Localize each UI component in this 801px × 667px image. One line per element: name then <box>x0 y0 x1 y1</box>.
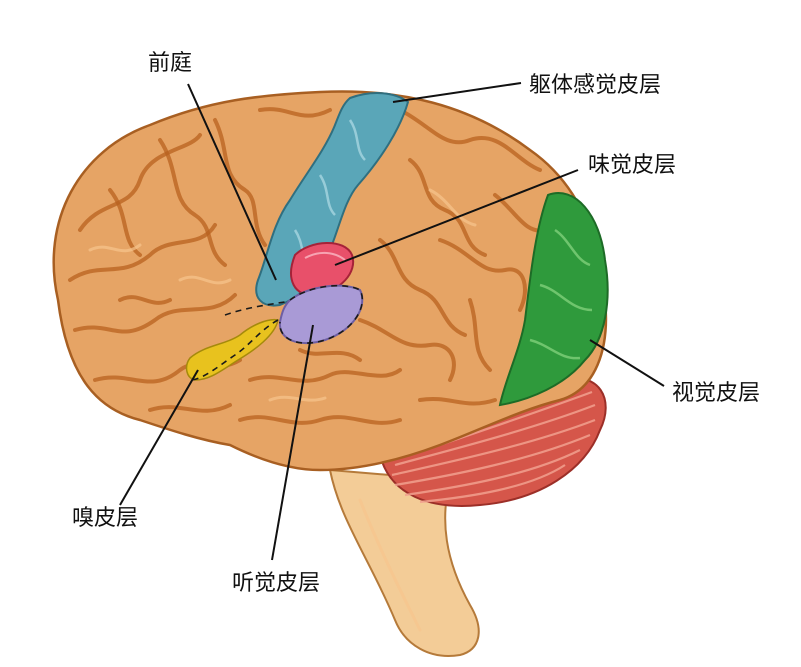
leader-somatosensory <box>392 82 522 103</box>
auditory-dash-outline <box>279 284 364 344</box>
somatosensory-cortex-region <box>255 92 410 307</box>
leader-gustatory <box>334 169 579 266</box>
cortex-folds <box>68 107 547 425</box>
label-gustatory: 味觉皮层 <box>588 153 676 178</box>
leader-vestibular <box>187 83 277 281</box>
visual-cortex-region <box>498 192 609 407</box>
label-somatosensory: 躯体感觉皮层 <box>529 73 661 98</box>
label-olfactory: 嗅皮层 <box>72 506 138 531</box>
gustatory-highlight <box>304 252 346 261</box>
cerebellum-folia <box>391 390 596 504</box>
auditory-cortex-region <box>278 284 364 345</box>
brainstem-highlight <box>358 498 422 632</box>
label-auditory: 听觉皮层 <box>232 571 320 596</box>
leader-visual <box>589 339 665 387</box>
leader-olfactory <box>119 369 199 506</box>
visual-cortex-folds <box>529 228 593 360</box>
leader-auditory <box>271 324 314 561</box>
vestibular-dash-outline <box>224 301 286 316</box>
olfactory-dash-outline <box>191 319 279 381</box>
label-visual: 视觉皮层 <box>672 381 760 406</box>
label-vestibular: 前庭 <box>148 51 192 76</box>
